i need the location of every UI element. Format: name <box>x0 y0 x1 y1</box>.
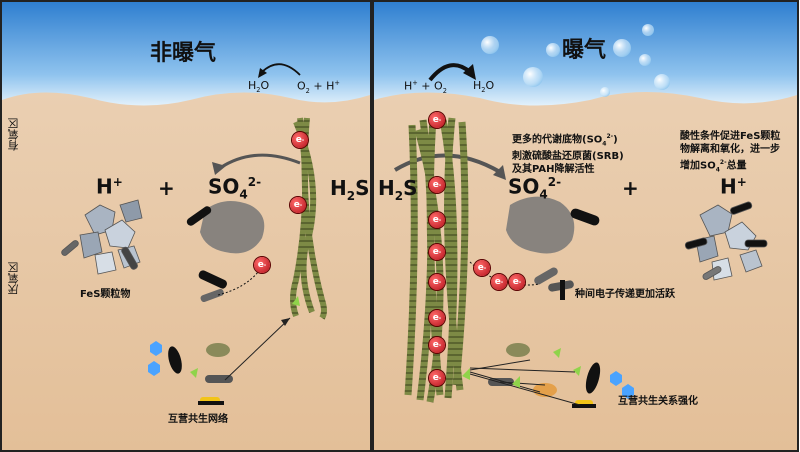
left-oxidation-arrow <box>219 153 301 170</box>
left-cycle-arrow <box>261 63 301 76</box>
right-electron-icon: e- <box>429 337 445 353</box>
right-ion-h2s: H2S <box>378 176 418 203</box>
right-filament-marker <box>462 368 470 380</box>
fes-label: FeS颗粒物 <box>80 289 131 300</box>
left-ion-so4: SO42- <box>208 174 262 202</box>
right-electron-path <box>469 261 541 286</box>
right-plus: + <box>622 176 639 200</box>
left-electron-icon: e- <box>290 197 306 213</box>
left-panel-title: 非曝气 <box>150 41 217 66</box>
right-srb-cluster <box>506 196 600 300</box>
right-syntrophy-network <box>469 343 634 408</box>
left-fes-particles <box>61 199 143 275</box>
right-electron-icon: e- <box>429 212 445 228</box>
left-electron-icon: e- <box>292 132 308 148</box>
right-electron-icon: e- <box>429 370 445 386</box>
right-electron-icon: e- <box>429 274 445 290</box>
electron-transfer-label: 种间电子传递更加活跃 <box>575 289 675 300</box>
left-ion-h2s: H2S <box>330 176 370 203</box>
left-panel <box>0 0 372 452</box>
right-electron-icon: e- <box>509 274 525 290</box>
left-electron-icon: e- <box>254 257 270 273</box>
left-electron-path <box>217 271 259 296</box>
left-reaction-product: H2O <box>248 79 270 95</box>
anoxic-zone-label: 厌氧区 <box>7 262 20 295</box>
right-cycle-arrow <box>428 63 472 82</box>
right-panel-title: 曝气 <box>562 38 607 63</box>
right-electron-icon: e- <box>491 274 507 290</box>
left-filament-marker <box>292 296 300 306</box>
right-electron-icon: e- <box>429 112 445 128</box>
right-electron-icon: e- <box>429 177 445 193</box>
right-fes-particles <box>684 201 768 281</box>
oxic-zone-label: 有氧区 <box>7 118 20 151</box>
right-side-note: 酸性条件促进FeS颗粒 物解离和氧化，进一步 增加SO42-总量 <box>680 131 781 174</box>
right-ion-so4: SO42- <box>508 174 562 202</box>
left-reaction-reactant: O2 + H+ <box>297 79 340 95</box>
right-reaction-product: H2O <box>473 79 495 95</box>
left-plus: + <box>158 176 175 200</box>
left-syntrophy-network <box>148 317 291 405</box>
left-ion-h: H+ <box>96 174 123 199</box>
syntrophy-label: 互营共生关系强化 <box>618 396 698 407</box>
bubbles <box>481 24 670 97</box>
right-ion-h: H+ <box>720 174 747 199</box>
left-srb-cluster <box>186 201 265 303</box>
right-electron-icon: e- <box>474 260 490 276</box>
left-network-label: 互营共生网络 <box>168 414 228 425</box>
right-reaction-reactant: H+ + O2 <box>404 79 447 95</box>
right-electron-icon: e- <box>429 244 445 260</box>
right-center-note: 更多的代谢底物(SO42-) 刺激硫酸盐还原菌(SRB) 及其PAH降解活性 <box>512 133 624 176</box>
right-electron-icon: e- <box>429 310 445 326</box>
